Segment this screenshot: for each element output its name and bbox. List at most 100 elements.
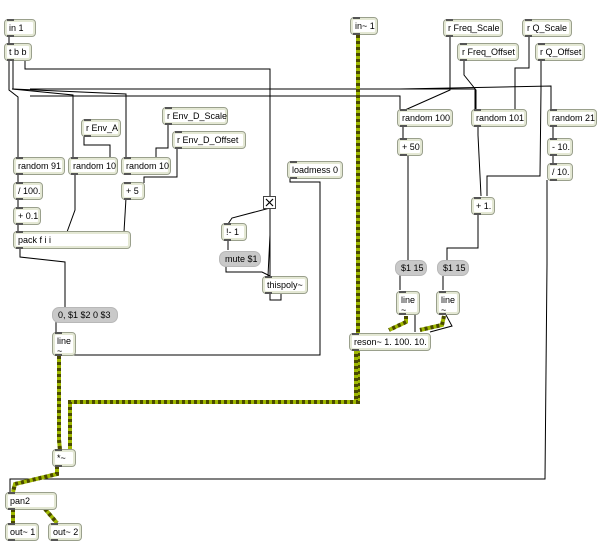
outlet-port[interactable] xyxy=(224,239,231,241)
outlet-port[interactable] xyxy=(265,292,272,294)
outlet-port[interactable] xyxy=(16,223,23,225)
inlet-port[interactable] xyxy=(71,157,78,159)
loadmess-object[interactable]: loadmess 0 xyxy=(287,161,343,179)
inlet-port[interactable] xyxy=(8,523,15,525)
outlet-port[interactable] xyxy=(55,465,62,467)
inlet-port[interactable] xyxy=(460,43,467,45)
pack-object[interactable]: pack f i i xyxy=(13,231,131,249)
inlet-port[interactable] xyxy=(550,138,557,140)
outlet-port[interactable] xyxy=(439,313,446,315)
outlet-port[interactable] xyxy=(400,125,407,127)
not-minus-1-object[interactable]: !- 1 xyxy=(221,223,247,241)
outlet-port[interactable] xyxy=(8,508,15,510)
random-21-object[interactable]: random 21 xyxy=(547,109,597,127)
receive-q-scale-object[interactable]: r Q_Scale xyxy=(522,19,572,37)
inlet-port[interactable] xyxy=(55,449,62,451)
outlet-port[interactable] xyxy=(352,349,359,351)
outlet-port[interactable] xyxy=(55,354,62,356)
inlet-port[interactable] xyxy=(51,523,58,525)
divide-100-object[interactable]: / 100. xyxy=(13,182,43,200)
inlet-1-object[interactable]: in 1 xyxy=(4,19,36,37)
inlet-port[interactable] xyxy=(550,163,557,165)
outlet-port[interactable] xyxy=(124,198,131,200)
outlet-port[interactable] xyxy=(7,59,14,61)
plus-0-1-object[interactable]: + 0.1 xyxy=(13,207,41,225)
inlet-port[interactable] xyxy=(124,182,131,184)
outlet-port[interactable] xyxy=(124,173,131,175)
thispoly-object[interactable]: thispoly~ xyxy=(262,276,308,294)
random-91-object[interactable]: random 91 xyxy=(13,157,65,175)
outlet-port[interactable] xyxy=(84,135,91,137)
inlet-port[interactable] xyxy=(399,291,406,293)
inlet-port[interactable] xyxy=(16,207,23,209)
inlet-port[interactable] xyxy=(16,157,23,159)
inlet-port[interactable] xyxy=(525,19,532,21)
inlet-port[interactable] xyxy=(224,223,231,225)
reson-filter-object[interactable]: reson~ 1. 100. 10. xyxy=(349,333,431,351)
mute-message[interactable]: mute $1 xyxy=(219,251,261,267)
line-envelope-object[interactable]: line ~ xyxy=(52,332,76,356)
receive-env-d-scale-object[interactable]: r Env_D_Scale xyxy=(162,107,228,125)
inlet-port[interactable] xyxy=(439,291,446,293)
outlet-port[interactable] xyxy=(474,213,481,215)
multiply-signal-object[interactable]: *~ xyxy=(52,449,76,467)
mute-toggle[interactable] xyxy=(263,196,276,209)
receive-freq-offset-object[interactable]: r Freq_Offset xyxy=(457,43,519,61)
divide-10-object[interactable]: / 10. xyxy=(547,163,573,181)
outlet-port[interactable] xyxy=(460,59,467,61)
outlet-port[interactable] xyxy=(353,33,360,35)
inlet-port[interactable] xyxy=(352,333,359,335)
inlet-port[interactable] xyxy=(16,182,23,184)
inlet-port[interactable] xyxy=(474,197,481,199)
outlet-port[interactable] xyxy=(525,35,532,37)
inlet-port[interactable] xyxy=(446,19,453,21)
inlet-port[interactable] xyxy=(8,492,15,494)
inlet-port[interactable] xyxy=(55,332,62,334)
inlet-port[interactable] xyxy=(353,17,360,19)
inlet-port[interactable] xyxy=(400,109,407,111)
random-101-object[interactable]: random 101 xyxy=(471,109,527,127)
outlet-port[interactable] xyxy=(446,35,453,37)
receive-env-d-offset-object[interactable]: r Env_D_Offset xyxy=(172,131,246,149)
outlet-port[interactable] xyxy=(16,173,23,175)
pan2-object[interactable]: pan2 xyxy=(5,492,57,510)
plus-1-object[interactable]: + 1. xyxy=(471,197,495,215)
random-10-decay-object[interactable]: random 10 xyxy=(121,157,171,175)
random-10-attack-object[interactable]: random 10 xyxy=(68,157,118,175)
inlet-port[interactable] xyxy=(538,43,545,45)
plus-50-object[interactable]: + 50 xyxy=(397,138,423,156)
outlet-port[interactable] xyxy=(290,177,297,179)
inlet-port[interactable] xyxy=(175,131,182,133)
freq-ramp-message[interactable]: $1 15 xyxy=(395,260,427,276)
signal-inlet-object[interactable]: in~ 1 xyxy=(350,17,378,35)
line-freq-object[interactable]: line ~ xyxy=(396,291,420,315)
outlet-port[interactable] xyxy=(550,154,557,156)
receive-env-a-object[interactable]: r Env_A xyxy=(81,119,121,137)
receive-freq-scale-object[interactable]: r Freq_Scale xyxy=(443,19,503,37)
inlet-port[interactable] xyxy=(7,19,14,21)
outlet-port[interactable] xyxy=(71,173,78,175)
outlet-port[interactable] xyxy=(399,313,406,315)
minus-10-object[interactable]: - 10. xyxy=(547,138,573,156)
outlet-port[interactable] xyxy=(7,35,14,37)
line-q-object[interactable]: line ~ xyxy=(436,291,460,315)
outlet-port[interactable] xyxy=(550,179,557,181)
inlet-port[interactable] xyxy=(400,138,407,140)
inlet-port[interactable] xyxy=(16,231,23,233)
plus-5-object[interactable]: + 5 xyxy=(121,182,145,200)
trigger-bang-bang-object[interactable]: t b b xyxy=(4,43,32,61)
outlet-port[interactable] xyxy=(16,198,23,200)
outlet-port[interactable] xyxy=(16,247,23,249)
outlet-port[interactable] xyxy=(8,539,15,541)
outlet-port[interactable] xyxy=(538,59,545,61)
outlet-port[interactable] xyxy=(165,123,172,125)
inlet-port[interactable] xyxy=(84,119,91,121)
receive-q-offset-object[interactable]: r Q_Offset xyxy=(535,43,585,61)
inlet-port[interactable] xyxy=(7,43,14,45)
outlet-port[interactable] xyxy=(550,125,557,127)
envelope-message[interactable]: 0, $1 $2 0 $3 xyxy=(52,307,118,323)
inlet-port[interactable] xyxy=(265,276,272,278)
inlet-port[interactable] xyxy=(290,161,297,163)
outlet-port[interactable] xyxy=(175,147,182,149)
inlet-port[interactable] xyxy=(550,109,557,111)
